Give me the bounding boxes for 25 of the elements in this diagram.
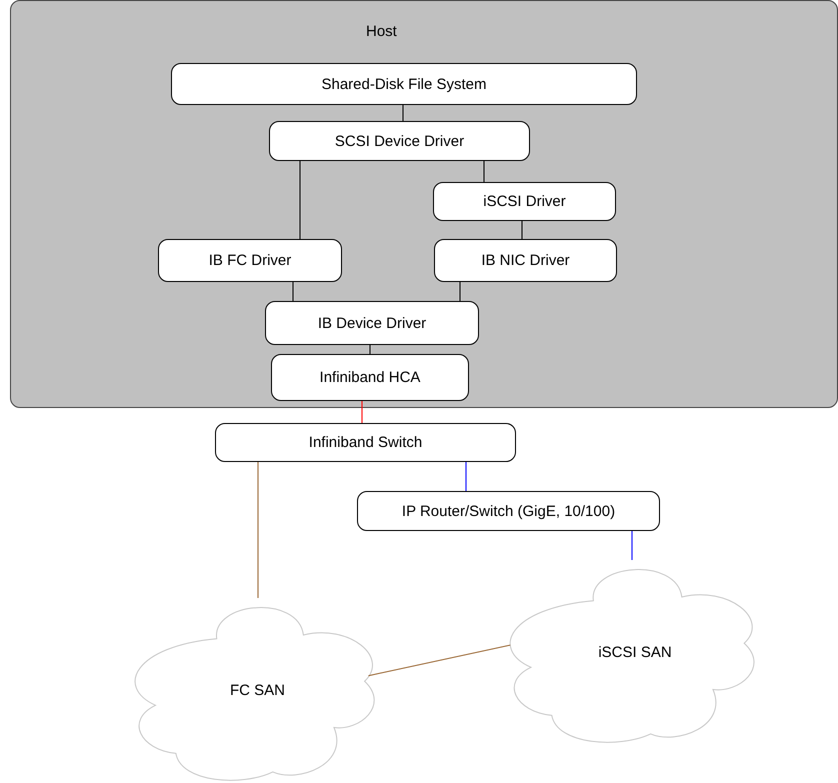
- connector-line: [368, 644, 511, 676]
- node-label: SCSI Device Driver: [334, 132, 464, 150]
- node-label: FC SAN: [230, 682, 285, 699]
- node-label: IB Device Driver: [318, 314, 426, 332]
- node-label: IB NIC Driver: [481, 252, 570, 269]
- node-label: Infiniband Switch: [308, 434, 422, 451]
- driver-box: [271, 354, 469, 401]
- driver-box: [433, 182, 616, 221]
- host-panel: [10, 0, 838, 408]
- node-label: iSCSI Driver: [483, 193, 566, 210]
- connector-line: [292, 282, 294, 302]
- node-label: Shared-Disk File System: [321, 76, 487, 92]
- node-label: Infiniband HCA: [320, 369, 420, 386]
- panel-title: Host: [366, 23, 397, 40]
- node-label: iSCSI SAN: [598, 644, 672, 661]
- driver-box: [265, 301, 479, 345]
- driver-box: [171, 63, 637, 105]
- driver-box: [158, 239, 342, 282]
- driver-box: [434, 239, 617, 282]
- node-label: IP Router/Switch (GigE, 10/100): [402, 502, 616, 520]
- node-label: IB FC Driver: [208, 252, 292, 269]
- driver-box: [357, 491, 660, 531]
- driver-box: [269, 121, 530, 161]
- connector-line: [402, 104, 404, 122]
- driver-box: [215, 423, 516, 462]
